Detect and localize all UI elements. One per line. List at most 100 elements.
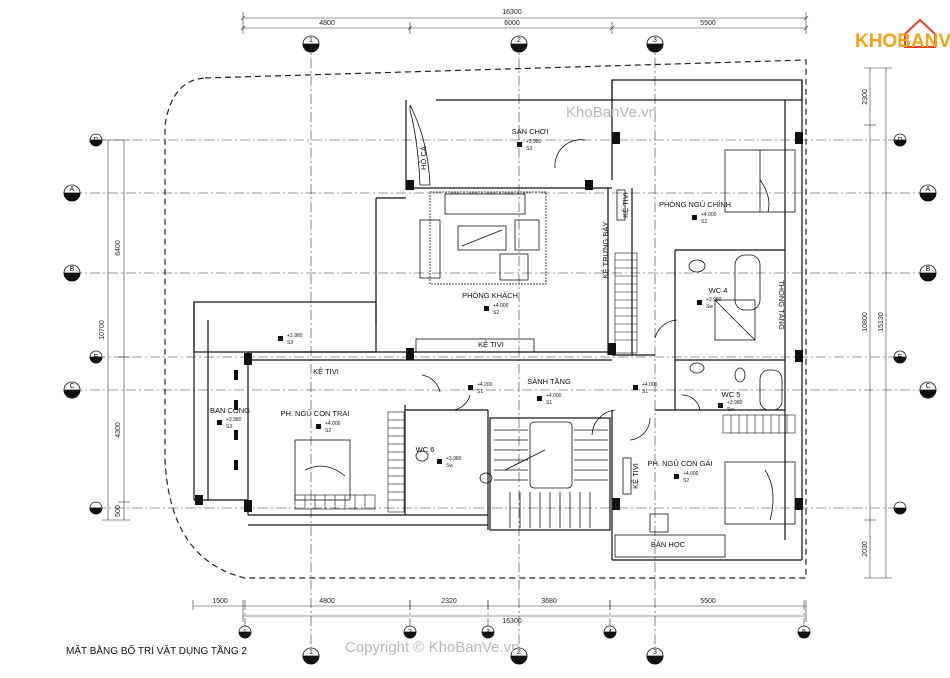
- level-wc6: +3.980: [446, 456, 462, 462]
- level-code-terrace: S3: [287, 340, 293, 346]
- label-ke-tivi-1: KỆ TIVI: [478, 340, 504, 349]
- level-code-sanh-tang: S1: [546, 400, 552, 406]
- label-ke-trung-bay: KỆ TRƯNG BÀY: [601, 222, 610, 279]
- axis-label-top-1: 1: [309, 37, 313, 44]
- logo-house-icon: [904, 18, 936, 48]
- level-phong-khach: +4.000: [493, 303, 509, 309]
- dim-right-2: 10800: [862, 312, 869, 332]
- level-con-gai: +4.000: [683, 471, 699, 477]
- level-code-wc4: Sw: [706, 304, 713, 310]
- level-wc4: +3.980: [706, 297, 722, 303]
- axis-bubble-bottom-1b: [302, 647, 320, 665]
- axis-label-bottom-s4: 4: [608, 629, 612, 636]
- axis-label-top-3: 3: [653, 37, 657, 44]
- axis-label-bottom-1: 1: [309, 649, 313, 656]
- grid-lines: [72, 40, 930, 662]
- axis-label-bottom-3: 3: [653, 649, 657, 656]
- level-code-hall-right: S1: [642, 389, 648, 395]
- dim-left-3: 500: [115, 505, 122, 517]
- cabinets: [294, 252, 796, 513]
- logo: KHOBANVE: [855, 18, 950, 52]
- axis-label-bottom-s3: 3: [486, 629, 490, 636]
- label-san-choi: SÂN CHƠI: [512, 127, 549, 136]
- axis-bubble-bottom-5: [797, 625, 811, 639]
- axis-bubble-bottom-3b: [646, 647, 664, 665]
- label-wc6: WC 6: [416, 445, 435, 454]
- axis-label-right-a: A: [926, 186, 931, 193]
- dim-bottom-4: 3680: [541, 598, 557, 605]
- axis-bubble-right-top: [893, 133, 907, 147]
- dim-right-1: 2300: [862, 89, 869, 105]
- label-wc5: WC 5: [722, 390, 741, 399]
- dim-left-2: 4300: [115, 422, 122, 438]
- axis-label-left-e: E: [94, 354, 99, 361]
- axis-label-left-b: B: [70, 266, 75, 273]
- level-ngu-chinh: +4.000: [701, 212, 717, 218]
- axis-bubble-right-b: [919, 264, 937, 282]
- watermark-bottom: Copyright © KhoBanVe.vn: [345, 639, 520, 656]
- dim-bottom-2: 4800: [319, 598, 335, 605]
- axis-label-right-d: D: [897, 137, 902, 144]
- level-sanh-tang: +4.000: [546, 393, 562, 399]
- level-ban-cong: +3.980: [226, 417, 242, 423]
- level-wc5: +3.980: [727, 400, 743, 406]
- level-code-con-trai: S2: [325, 428, 331, 434]
- axis-label-right-c: C: [925, 383, 930, 390]
- level-marks: [217, 142, 723, 479]
- axis-markers: [63, 35, 937, 665]
- axis-bubble-bottom-1: [238, 625, 252, 639]
- axis-bubble-right-a: [919, 184, 937, 202]
- label-ngu-con-gai: PH. NGỦ CON GÁI: [647, 459, 712, 468]
- dim-left-1: 6400: [115, 240, 122, 256]
- axis-bubble-right-bot: [893, 501, 907, 515]
- level-code-hall-left: S1: [477, 389, 483, 395]
- level-hall-left: +4.200: [477, 382, 493, 388]
- axis-bubble-left-a: [63, 184, 81, 202]
- axis-bubble-right-mid: [893, 350, 907, 364]
- label-ngu-con-trai: PH. NGỦ CON TRAI: [280, 409, 349, 418]
- balcony-railing: [234, 370, 238, 470]
- dimension-lines: [102, 12, 892, 622]
- dim-top-2: 6000: [504, 20, 520, 27]
- label-phong-khach: PHÒNG KHÁCH: [462, 291, 518, 300]
- logo-text: KHOBANVE: [855, 31, 950, 52]
- axis-bubble-left-c: [63, 381, 81, 399]
- roof-outline: [164, 59, 807, 579]
- drawing-title: MẶT BẰNG BỐ TRÍ VẬT DỤNG TẦNG 2: [66, 643, 247, 657]
- level-code-san-choi: S3: [526, 146, 532, 152]
- axis-bubble-top-2: [510, 35, 528, 53]
- axis-bubble-top-3: [646, 35, 664, 53]
- level-code-con-gai: S2: [683, 478, 689, 484]
- dim-right-total: 15130: [878, 312, 885, 332]
- axis-label-top-2: 2: [517, 37, 521, 44]
- watermark-top: KhoBanVe.vn: [566, 104, 657, 121]
- dim-right-3: 2030: [862, 541, 869, 557]
- furniture: [294, 104, 796, 558]
- level-code-wc6: Sw: [446, 463, 453, 469]
- axis-label-bottom-s5: 5: [802, 629, 806, 636]
- axis-bubble-bottom-3: [481, 625, 495, 639]
- level-con-trai: +4.000: [325, 421, 341, 427]
- level-hall-right: +4.000: [642, 382, 658, 388]
- axis-label-bottom-s1: 1: [243, 629, 247, 636]
- label-wc4: WC 4: [709, 286, 728, 295]
- axis-label-left-c: C: [69, 383, 74, 390]
- axis-label-bottom-s2: 2: [408, 629, 412, 636]
- level-san-choi: +3.980: [526, 139, 542, 145]
- dim-top-3: 5500: [700, 20, 716, 27]
- label-ho-ca: HỒ CÁ: [418, 146, 428, 170]
- axis-bubble-left-top: [89, 133, 103, 147]
- label-phong-ngu-chinh: PHÒNG NGỦ CHÍNH: [659, 200, 731, 209]
- label-ke-tivi-3: KỆ TIVI: [621, 192, 630, 218]
- level-code-ban-cong: S3: [226, 424, 232, 430]
- columns: [195, 132, 803, 512]
- level-terrace: +3.980: [287, 333, 303, 339]
- label-ban-cong: BAN CÔNG: [210, 406, 250, 415]
- label-sanh-tang: SẢNH TẦNG: [527, 376, 571, 386]
- axis-label-right-e: E: [898, 354, 903, 361]
- axis-label-bottom-2: 2: [517, 649, 521, 656]
- axis-bubble-bottom-2b: [510, 647, 528, 665]
- dim-bottom-1: 1500: [212, 598, 228, 605]
- label-ban-hoc: BÀN HỌC: [651, 540, 686, 549]
